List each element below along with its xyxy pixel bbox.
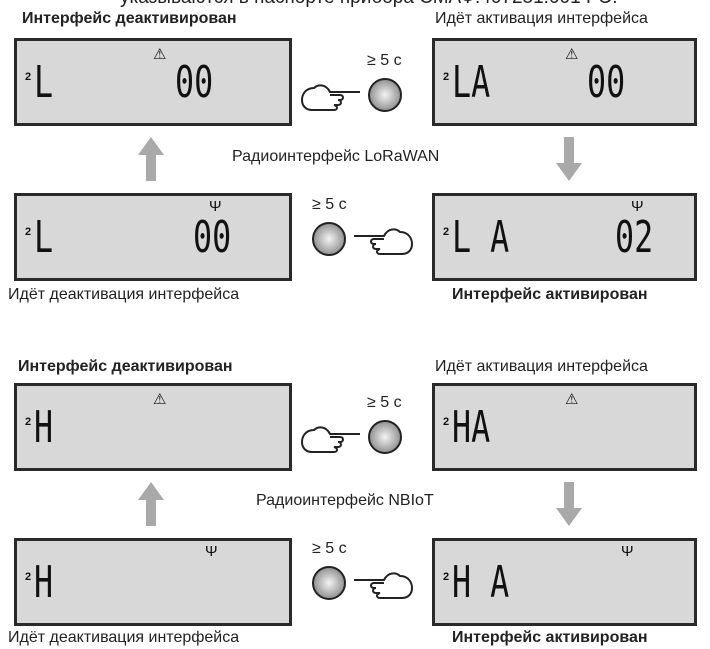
pointing-hand-icon — [300, 84, 360, 111]
interface-name-nbiot: Радиоинтерфейс NBIoT — [256, 492, 434, 509]
antenna-icon: Ψ — [621, 543, 634, 560]
display-value: 00 — [175, 57, 214, 108]
display-index: 2 — [443, 571, 450, 583]
caption-activating: Идёт активация интерфейса — [435, 358, 648, 375]
hold-time-label: ≥ 5 с — [367, 52, 402, 69]
display-mode: HA — [452, 402, 491, 453]
display-value: 00 — [193, 212, 232, 263]
header-cutoff-text: указываются в паспорте прибора СМАФ.4072… — [120, 0, 618, 9]
lcd-display-lora-deactivating: 2 L Ψ 00 — [14, 193, 292, 281]
display-mode: L — [34, 212, 54, 263]
lcd-display-nbiot-deactivating: 2 H Ψ — [14, 538, 292, 626]
caption-deactivating: Идёт деактивация интерфейса — [8, 286, 240, 303]
lcd-display-lora-deactivated: 2 L ⚠ 00 — [14, 38, 292, 126]
lcd-display-nbiot-activating: 2 HA ⚠ — [432, 383, 697, 471]
caption-activated: Интерфейс активирован — [452, 286, 648, 303]
display-mode: LA — [452, 57, 491, 108]
display-index: 2 — [25, 71, 32, 83]
display-index: 2 — [25, 571, 32, 583]
arrow-down-icon — [556, 137, 582, 181]
display-mode: H A — [452, 557, 510, 608]
antenna-icon: Ψ — [631, 198, 644, 215]
pressing-hand-icon — [354, 572, 414, 599]
warning-icon: ⚠ — [153, 391, 167, 408]
display-value: 00 — [587, 57, 626, 108]
display-index: 2 — [443, 226, 450, 238]
warning-icon: ⚠ — [565, 46, 579, 63]
display-index: 2 — [25, 416, 32, 428]
lcd-display-nbiot-deactivated: 2 H ⚠ — [14, 383, 292, 471]
antenna-icon: Ψ — [209, 198, 222, 215]
hold-time-label: ≥ 5 с — [367, 394, 402, 411]
device-button — [312, 222, 346, 256]
display-mode: H — [34, 557, 54, 608]
antenna-icon: Ψ — [205, 543, 218, 560]
arrow-up-icon — [138, 482, 164, 526]
display-mode: H — [34, 402, 54, 453]
display-mode: L A — [452, 212, 510, 263]
warning-icon: ⚠ — [153, 46, 167, 63]
hold-time-label: ≥ 5 с — [312, 540, 347, 557]
lcd-display-lora-activating: 2 LA ⚠ 00 — [432, 38, 697, 126]
caption-activating: Идёт активация интерфейса — [435, 10, 648, 27]
hold-time-label: ≥ 5 с — [312, 196, 347, 213]
caption-deactivating: Идёт деактивация интерфейса — [8, 629, 240, 646]
device-button — [368, 78, 402, 112]
lcd-display-nbiot-activated: 2 H A Ψ — [432, 538, 697, 626]
caption-deactivated: Интерфейс деактивирован — [18, 358, 233, 375]
warning-icon: ⚠ — [565, 391, 579, 408]
display-index: 2 — [443, 416, 450, 428]
pointing-hand-icon — [300, 426, 360, 453]
display-index: 2 — [443, 71, 450, 83]
device-button — [368, 420, 402, 454]
lcd-display-lora-activated: 2 L A Ψ 02 — [432, 193, 697, 281]
arrow-down-icon — [556, 482, 582, 526]
arrow-up-icon — [138, 137, 164, 181]
display-index: 2 — [25, 226, 32, 238]
interface-name-lorawan: Радиоинтерфейс LoRaWAN — [232, 148, 440, 165]
display-value: 02 — [615, 212, 654, 263]
display-mode: L — [34, 57, 54, 108]
pressing-hand-icon — [354, 228, 414, 255]
caption-deactivated: Интерфейс деактивирован — [22, 10, 237, 27]
caption-activated: Интерфейс активирован — [452, 629, 648, 646]
device-button — [312, 566, 346, 600]
